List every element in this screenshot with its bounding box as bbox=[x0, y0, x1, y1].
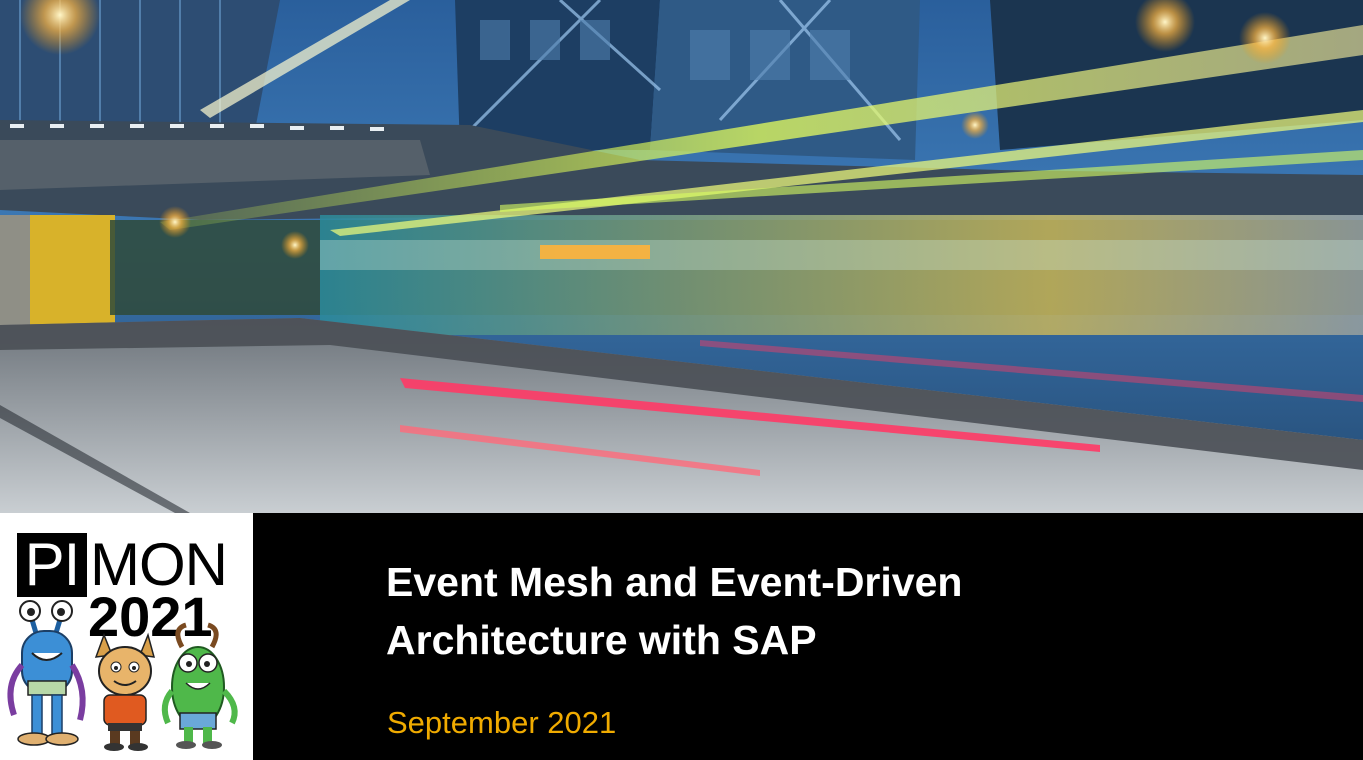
city-light-trails-image bbox=[0, 0, 1363, 513]
blue-monster-icon bbox=[7, 600, 86, 746]
logo-pi-text: PI bbox=[17, 533, 87, 597]
mascots-illustration bbox=[7, 600, 238, 751]
pimon-logo: PI MON 2021 bbox=[0, 513, 253, 760]
slide-title-line-2: Architecture with SAP bbox=[386, 617, 817, 663]
title-band: PI MON 2021 bbox=[0, 513, 1363, 760]
brown-monster-icon bbox=[94, 632, 156, 751]
green-monster-icon bbox=[161, 622, 238, 749]
logo-year-text: 2021 bbox=[88, 585, 213, 648]
slide-title-line-1: Event Mesh and Event-Driven bbox=[386, 559, 963, 605]
slide-title: Event Mesh and Event-Driven Architecture… bbox=[386, 553, 1286, 669]
slide-date: September 2021 bbox=[387, 705, 617, 740]
logo-mon-text: MON bbox=[90, 531, 228, 598]
hero-photo bbox=[0, 0, 1363, 513]
